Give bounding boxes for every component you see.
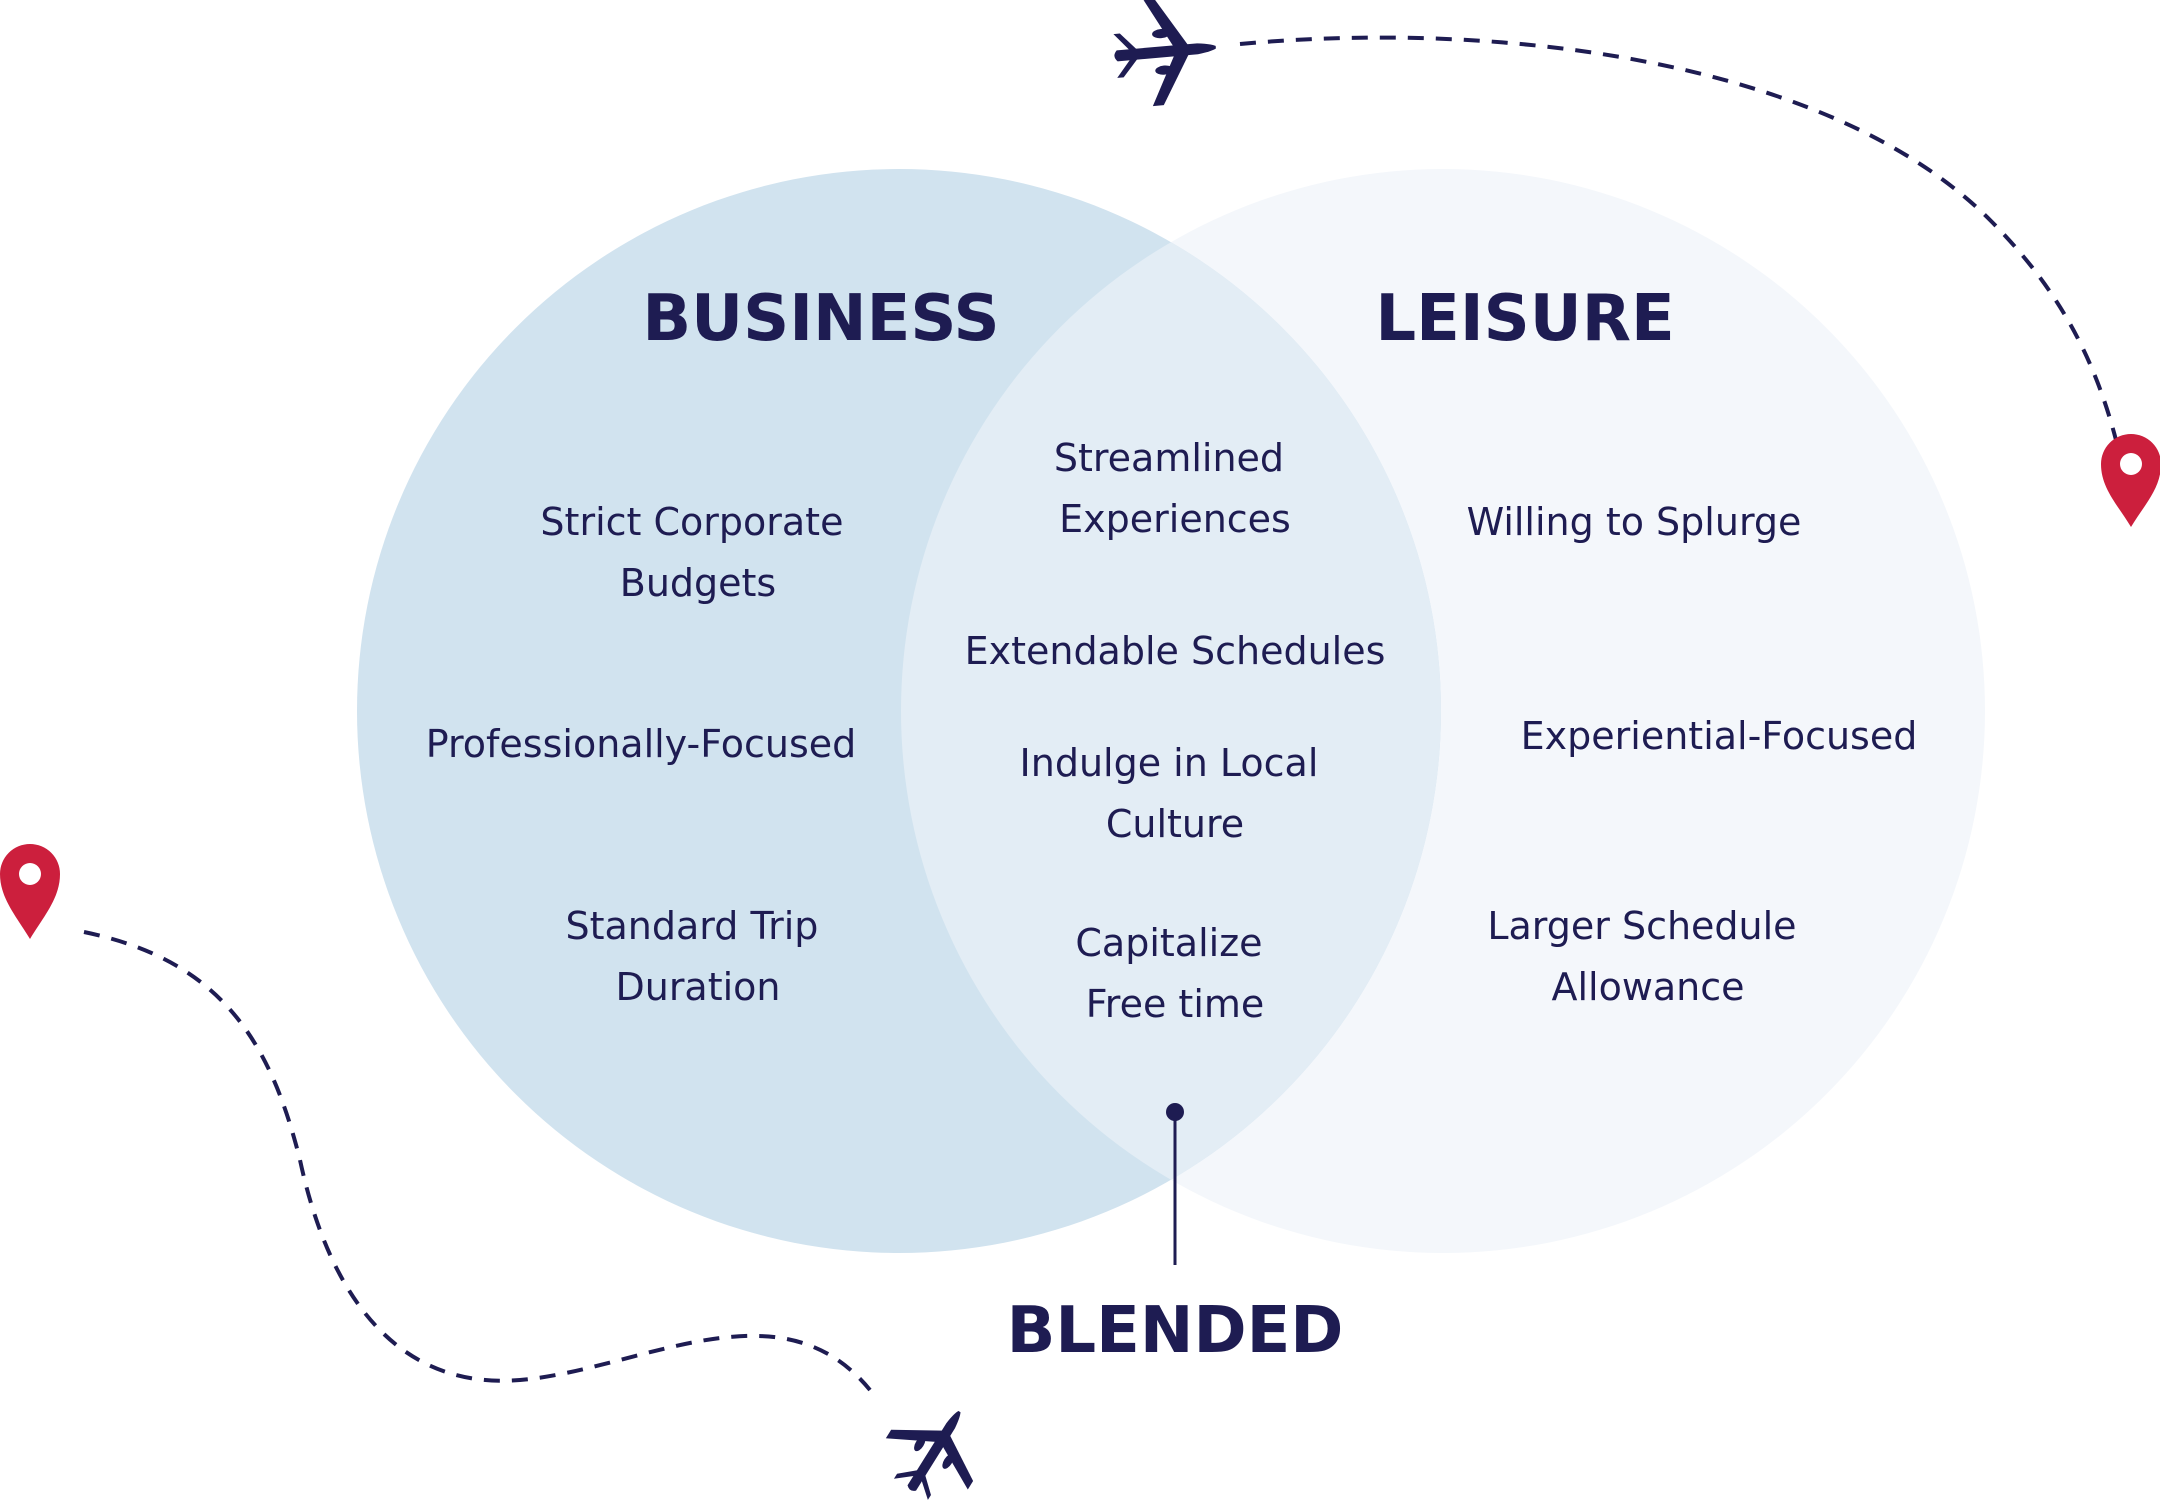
blended-item: Streamlined Experiences: [1054, 436, 1296, 541]
flight-path-top: [1239, 35, 2118, 441]
business-item: Standard Trip Duration: [566, 904, 831, 1009]
business-item: Professionally-Focused: [426, 722, 857, 766]
map-pin-icon: [0, 844, 60, 939]
leisure-item: Larger Schedule Allowance: [1487, 904, 1808, 1009]
leisure-item: Experiential-Focused: [1521, 714, 1918, 758]
airplane-icon: [1109, 0, 1221, 110]
map-pin-icon: [2101, 434, 2160, 527]
business-title: BUSINESS: [642, 282, 999, 356]
business-item: Strict Corporate Budgets: [540, 500, 855, 605]
blended-item: Capitalize Free time: [1075, 921, 1274, 1026]
blended-title: BLENDED: [1007, 1294, 1344, 1368]
leisure-title: LEISURE: [1375, 282, 1674, 356]
blended-item: Indulge in Local Culture: [1020, 741, 1331, 846]
blended-overlap: [901, 169, 1441, 1253]
airplane-icon: [869, 1385, 1002, 1503]
leisure-item: Willing to Splurge: [1467, 500, 1802, 544]
blended-leader-dot: [1166, 1103, 1184, 1121]
blended-item: Extendable Schedules: [965, 629, 1386, 673]
flight-path-bottom: [83, 930, 872, 1392]
